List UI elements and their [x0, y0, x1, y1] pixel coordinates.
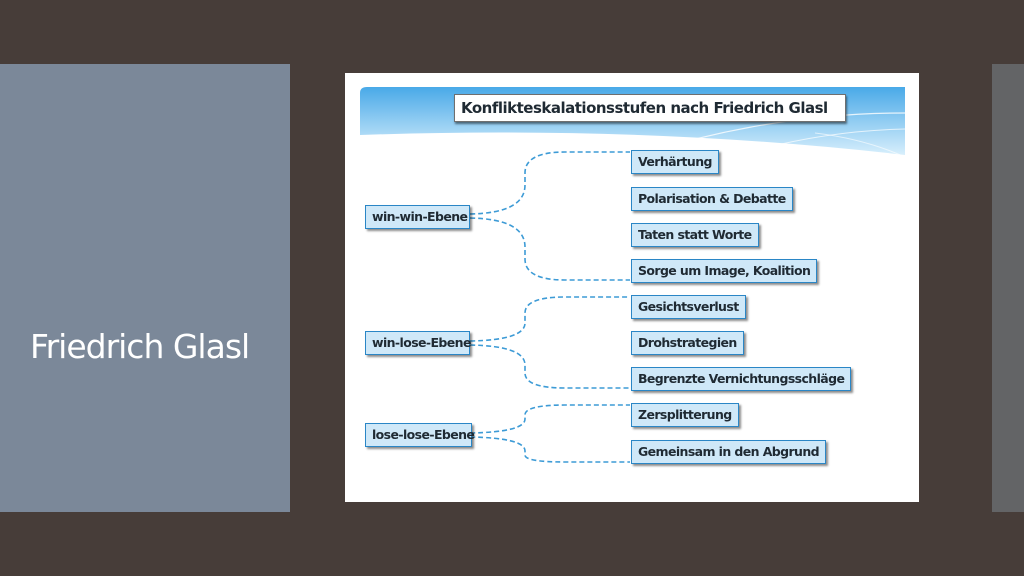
stage-box: Drohstrategien: [631, 331, 744, 355]
connector-lose-lose-top: [469, 404, 630, 434]
stage-box: Polarisation & Debatte: [631, 187, 793, 211]
right-edge-panel: [992, 64, 1024, 512]
banner-swoosh: [814, 132, 906, 158]
diagram-image: Konflikteskalationsstufen nach Friedrich…: [345, 73, 919, 502]
slide-title: Friedrich Glasl: [30, 327, 250, 366]
stage-box: Gesichtsverlust: [631, 295, 746, 319]
level-box-win-win: win-win-Ebene: [365, 205, 470, 229]
level-box-win-lose: win-lose-Ebene: [365, 331, 471, 355]
diagram-title: Konflikteskalationsstufen nach Friedrich…: [454, 94, 846, 122]
connector-lose-lose-bottom: [469, 436, 630, 463]
stage-box: Begrenzte Vernichtungsschläge: [631, 367, 852, 391]
connector-win-lose-top: [469, 296, 630, 342]
stage-box: Verhärtung: [631, 150, 719, 174]
level-box-lose-lose: lose-lose-Ebene: [365, 423, 475, 447]
connector-win-win-bottom: [469, 217, 630, 281]
stage-box: Taten statt Worte: [631, 223, 759, 247]
title-panel: Friedrich Glasl: [0, 64, 290, 512]
banner-swoosh: [724, 128, 906, 160]
connector-win-lose-bottom: [469, 344, 630, 389]
stage-box: Gemeinsam in den Abgrund: [631, 440, 826, 464]
banner-swoosh: [644, 112, 906, 154]
stage-box: Sorge um Image, Koalition: [631, 259, 818, 283]
stage-box: Zersplitterung: [631, 403, 739, 427]
connector-win-win-top: [469, 151, 630, 215]
